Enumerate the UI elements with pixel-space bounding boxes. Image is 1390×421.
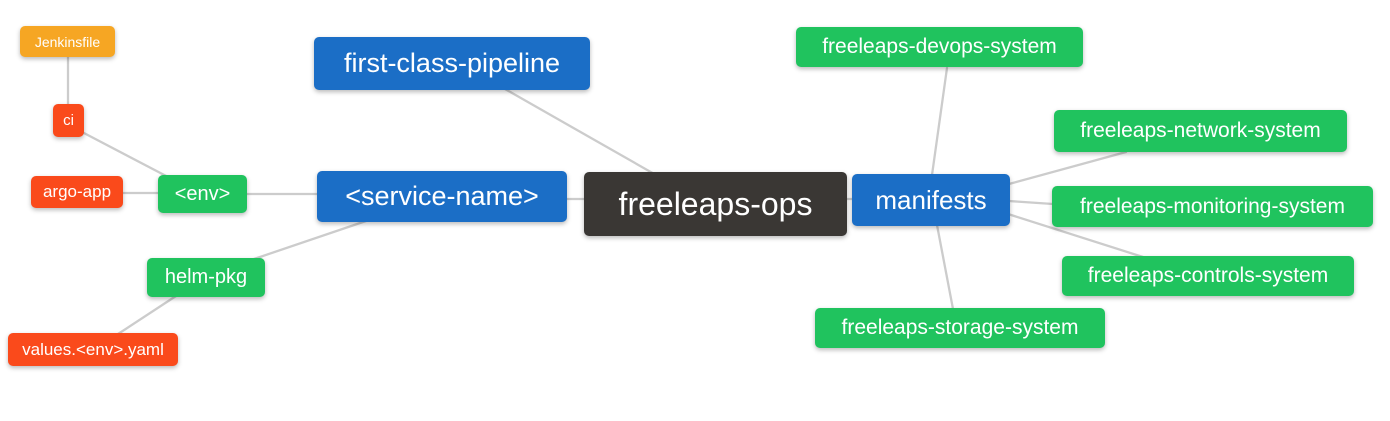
edge-helm-pkg-values [116,294,178,336]
node-freeleaps-devops-system[interactable]: freeleaps-devops-system [796,27,1083,67]
edge-manifests-controls [1006,212,1145,259]
edge-manifests-monitoring [1007,199,1055,206]
node-ci[interactable]: ci [53,104,84,137]
node-freeleaps-ops[interactable]: freeleaps-ops [584,172,847,236]
edge-service-name-helm-pkg [252,219,368,261]
node-freeleaps-monitoring-system[interactable]: freeleaps-monitoring-system [1052,186,1373,227]
edge-manifests-network [1007,150,1128,186]
node-jenkinsfile[interactable]: Jenkinsfile [20,26,115,57]
node-freeleaps-storage-system[interactable]: freeleaps-storage-system [815,308,1105,348]
node-argo-app[interactable]: argo-app [31,176,123,208]
node-freeleaps-network-system[interactable]: freeleaps-network-system [1054,110,1347,152]
node-env[interactable]: <env> [158,175,247,213]
edge-manifests-devops [930,66,949,177]
edge-pipeline-ops [503,87,658,177]
node-helm-pkg[interactable]: helm-pkg [147,258,265,297]
node-first-class-pipeline[interactable]: first-class-pipeline [314,37,590,90]
edge-manifests-storage [935,223,955,311]
node-service-name[interactable]: <service-name> [317,171,567,222]
node-manifests[interactable]: manifests [852,174,1010,226]
node-freeleaps-controls-system[interactable]: freeleaps-controls-system [1062,256,1354,296]
edge-ci-env [80,130,172,180]
node-values-env-yaml[interactable]: values.<env>.yaml [8,333,178,366]
